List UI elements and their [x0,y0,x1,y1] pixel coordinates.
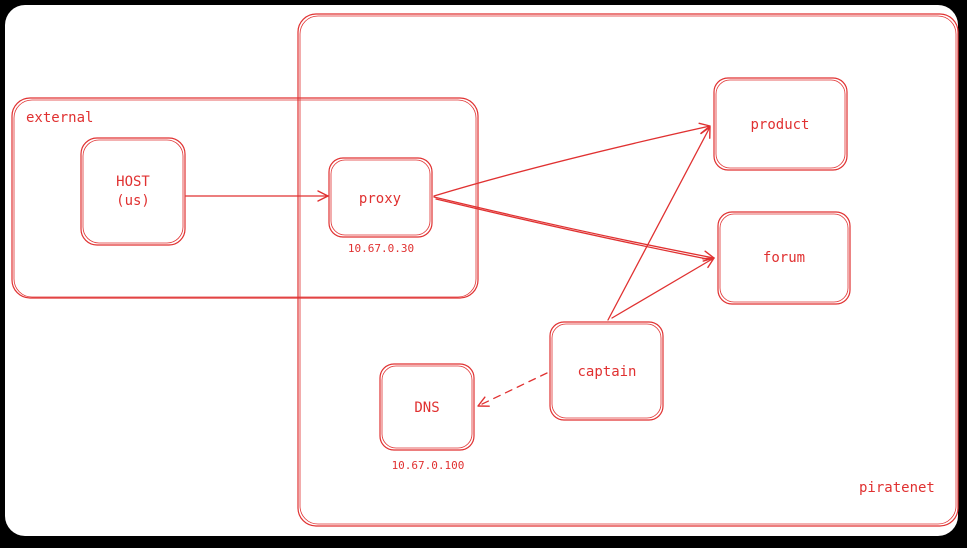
group-label-external: external [26,110,93,126]
node-host-sublabel: (us) [116,193,150,209]
node-forum-label: forum [763,250,805,266]
arrow-proxy-to-forum-sketch [435,198,713,261]
node-product[interactable]: product [713,77,848,171]
node-product-label: product [750,117,809,133]
node-captain[interactable]: captain [549,321,664,421]
arrow-proxy-to-forum[interactable] [433,196,715,262]
arrow-proxy-to-product[interactable] [433,122,711,197]
node-proxy[interactable]: proxy [328,157,433,238]
paper-background [5,5,958,536]
group-piratenet[interactable]: piratenet [297,13,959,527]
node-host[interactable]: HOST (us) [80,137,186,246]
node-captain-label: captain [577,364,636,380]
node-proxy-label: proxy [359,191,401,207]
node-forum[interactable]: forum [717,211,851,305]
group-external[interactable]: external [11,97,479,299]
dns-ip-label: 10.67.0.100 [392,459,465,472]
arrow-captain-to-product[interactable] [607,126,711,321]
arrows [185,122,715,407]
arrow-captain-to-dns-dashed[interactable] [477,372,548,407]
proxy-ip-label: 10.67.0.30 [348,242,414,255]
node-host-label: HOST [116,174,150,190]
group-label-piratenet: piratenet [859,480,935,496]
node-dns-label: DNS [414,400,439,416]
node-dns[interactable]: DNS [379,363,475,451]
arrow-captain-to-forum[interactable] [611,257,715,319]
